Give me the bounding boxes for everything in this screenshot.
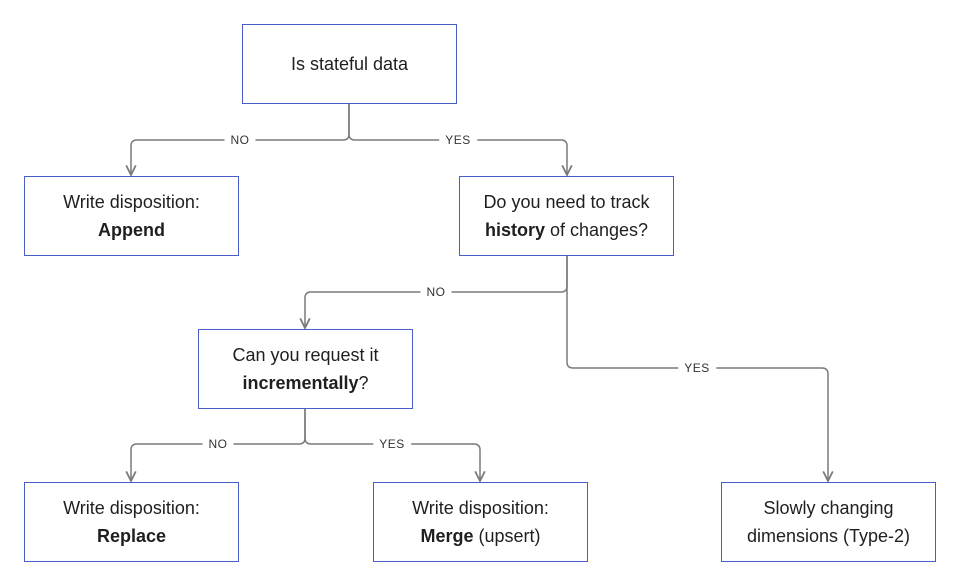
node-is-stateful-data: Is stateful data <box>242 24 457 104</box>
edge-label-root-no: NO <box>224 133 256 147</box>
node-merge: Write disposition: Merge (upsert) <box>373 482 588 562</box>
node-scd-line1: Slowly changing <box>763 498 894 518</box>
node-replace-bold: Replace <box>96 526 167 546</box>
node-append-line1: Write disposition: <box>63 192 200 212</box>
node-history-bold: history <box>484 220 545 240</box>
edge-label-incr-yes: YES <box>373 437 411 451</box>
node-merge-rest: (upsert) <box>473 526 541 546</box>
node-root-text: Is stateful data <box>290 54 409 74</box>
node-merge-bold: Merge <box>420 526 474 546</box>
edge-label-history-yes: YES <box>678 361 716 375</box>
edge-label-history-no: NO <box>420 285 452 299</box>
node-scd-line2: dimensions (Type-2) <box>746 526 911 546</box>
node-incremental-line1: Can you request it <box>232 345 379 365</box>
edge-label-root-yes: YES <box>439 133 477 147</box>
node-append: Write disposition: Append <box>24 176 239 256</box>
node-request-incrementally: Can you request it incrementally? <box>198 329 413 409</box>
node-history-line1: Do you need to track <box>483 192 650 212</box>
node-append-bold: Append <box>98 220 165 240</box>
node-merge-line1: Write disposition: <box>412 498 549 518</box>
edge-label-incr-no: NO <box>202 437 234 451</box>
node-replace: Write disposition: Replace <box>24 482 239 562</box>
node-track-history: Do you need to track history of changes? <box>459 176 674 256</box>
node-history-rest: of changes? <box>544 220 649 240</box>
node-replace-line1: Write disposition: <box>63 498 200 518</box>
node-incremental-rest: ? <box>358 373 369 393</box>
node-incremental-bold: incrementally <box>242 373 359 393</box>
node-slowly-changing-dimensions: Slowly changing dimensions (Type-2) <box>721 482 936 562</box>
